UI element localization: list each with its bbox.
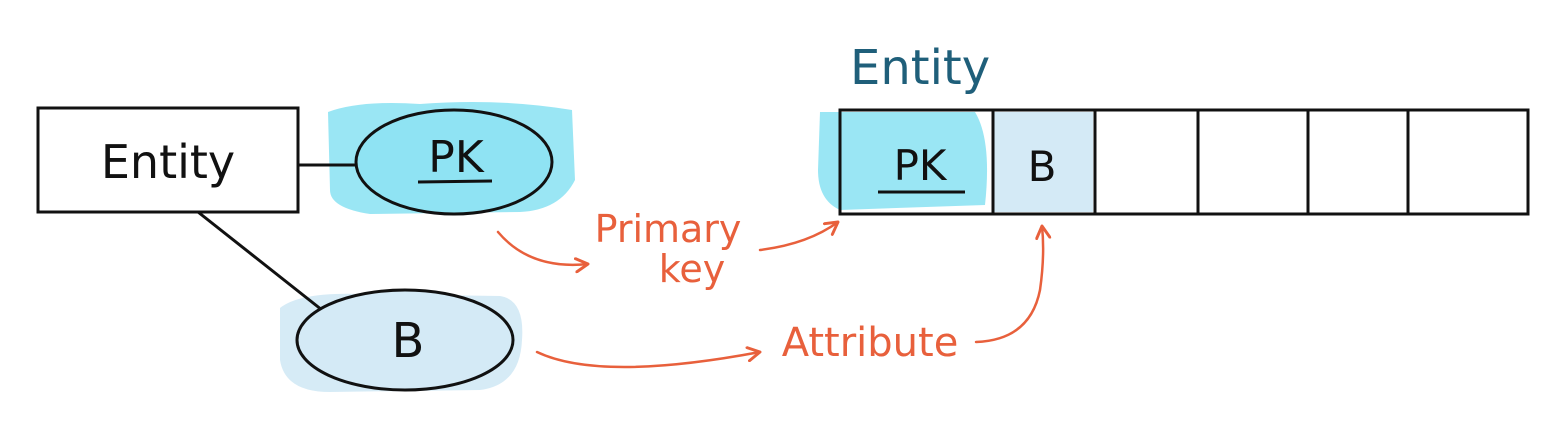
entity-attr-connector — [197, 210, 323, 312]
table-b-highlight — [993, 112, 1093, 212]
attr-ellipse — [295, 288, 515, 392]
entity-label: Entity — [101, 135, 235, 189]
entity-box — [36, 106, 300, 214]
primary-key-annotation-line1: Primary — [595, 207, 742, 251]
table-pk-highlight — [818, 112, 988, 210]
attr-arrow-in — [535, 352, 760, 369]
attr-arrow-out — [974, 226, 1043, 344]
table-col-pk: PK — [894, 141, 948, 190]
table-row — [838, 108, 1530, 216]
pk-arrow-out — [758, 222, 838, 252]
pk-underline — [417, 179, 493, 184]
attr-label: B — [392, 313, 425, 369]
primary-key-annotation-line2: key — [659, 247, 726, 291]
pk-ellipse — [354, 108, 554, 216]
table-col-b: B — [1028, 142, 1057, 191]
attribute-annotation: Attribute — [782, 320, 959, 366]
pk-label: PK — [428, 132, 485, 183]
table-title: Entity — [850, 40, 990, 96]
pk-arrow-in — [496, 230, 588, 265]
